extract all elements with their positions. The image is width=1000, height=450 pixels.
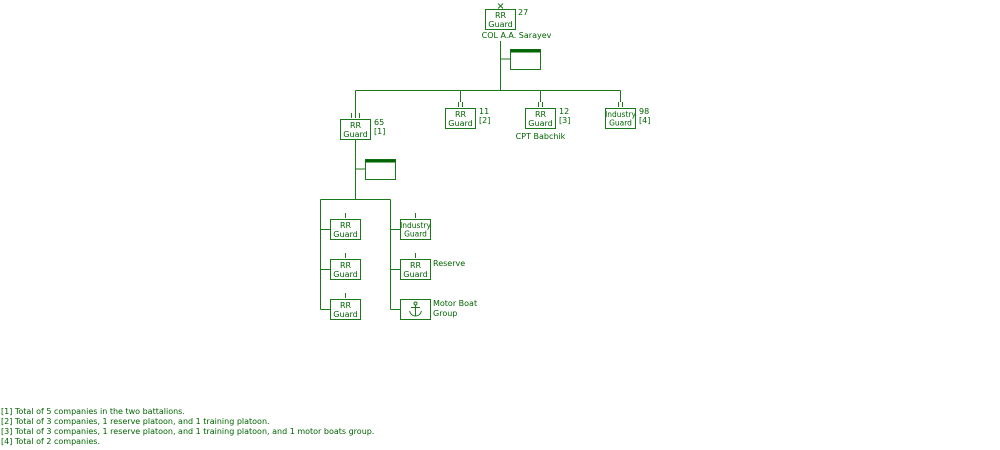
- unit-label: Guard: [488, 20, 512, 29]
- company-unit-box: [330, 219, 361, 240]
- unit-label: Guard: [404, 229, 427, 238]
- unit-label: RR: [340, 301, 352, 310]
- unit-label: Guard: [448, 119, 472, 128]
- unit-label: Industry: [400, 221, 431, 230]
- unit-label: RR: [495, 11, 507, 20]
- unit-strength: 11: [479, 107, 489, 116]
- anchor-icon: [409, 301, 422, 317]
- headquarters-bar: [510, 49, 541, 53]
- footnote: [3] Total of 3 companies, 1 reserve plat…: [1, 427, 375, 436]
- footnote-ref: [1]: [374, 127, 385, 136]
- unit-label: Guard: [403, 270, 427, 279]
- footnote: [4] Total of 2 companies.: [1, 437, 100, 446]
- footnotes: [1] Total of 5 companies in the two batt…: [1, 407, 374, 447]
- unit-strength: 98: [639, 107, 649, 116]
- unit-caption: Reserve: [433, 259, 465, 268]
- footnote-ref: [4]: [639, 116, 650, 125]
- battalion-unit-box: [340, 119, 371, 140]
- unit-label: RR: [455, 110, 467, 119]
- company-unit-box: [400, 219, 431, 240]
- battalion-unit-box: [525, 108, 556, 129]
- unit-label: RR: [340, 261, 352, 270]
- commander-name: CPT Babchik: [516, 132, 566, 141]
- commander-name: COL A.A. Sarayev: [482, 31, 552, 40]
- company-unit-box: [330, 259, 361, 280]
- headquarters-bar: [365, 159, 396, 163]
- unit-caption: Group: [433, 309, 457, 318]
- battalion-unit-box: [605, 108, 636, 129]
- company-unit-box: [330, 299, 361, 320]
- unit-label: Guard: [528, 119, 552, 128]
- footnote-ref: [3]: [559, 116, 570, 125]
- footnote: [2] Total of 3 companies, 1 reserve plat…: [1, 417, 270, 426]
- unit-label: RR: [410, 261, 422, 270]
- unit-label: RR: [340, 221, 352, 230]
- unit-strength: 27: [518, 8, 528, 17]
- unit-label: Guard: [333, 230, 357, 239]
- unit-strength: 65: [374, 118, 384, 127]
- footnote: [1] Total of 5 companies in the two batt…: [1, 407, 185, 416]
- hq-unit-box: [485, 9, 516, 30]
- unit-label: RR: [535, 110, 547, 119]
- unit-label: Guard: [343, 130, 367, 139]
- unit-label: Guard: [333, 310, 357, 319]
- unit-label: RR: [350, 121, 362, 130]
- unit-caption: Motor Boat: [433, 299, 477, 308]
- battalion-unit-box: [445, 108, 476, 129]
- unit-label: Guard: [333, 270, 357, 279]
- unit-label: Industry: [605, 110, 636, 119]
- company-unit-box: [400, 259, 431, 280]
- footnote-ref: [2]: [479, 116, 490, 125]
- unit-strength: 12: [559, 107, 569, 116]
- unit-label: Guard: [609, 118, 632, 127]
- echelon-mark: [497, 3, 504, 9]
